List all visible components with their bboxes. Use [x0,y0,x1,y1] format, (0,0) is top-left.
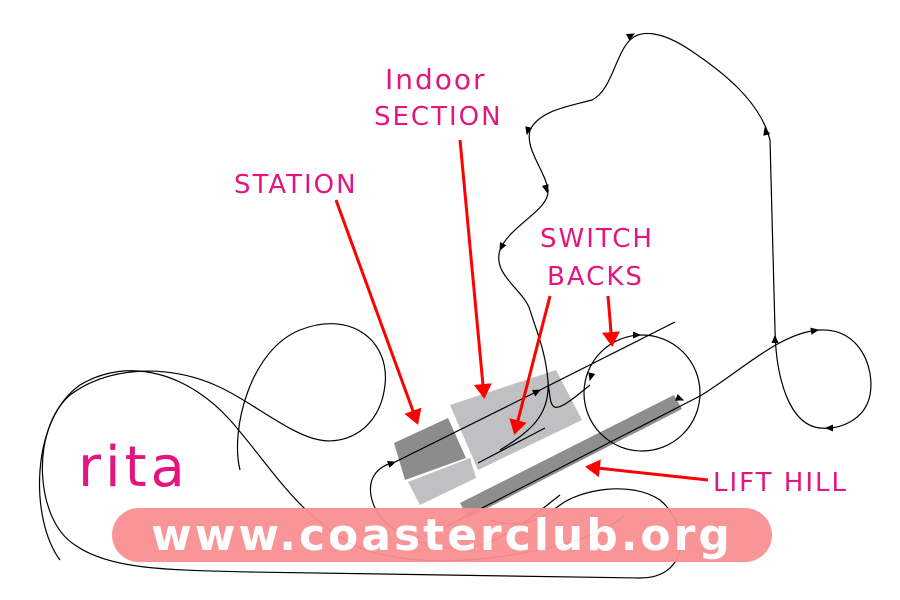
switchback-pointer-arrow-1 [509,295,552,435]
indoor-section-pointer-arrow [458,139,492,399]
station-pointer-arrow [334,199,422,425]
watermark: www.coasterclub.org [112,508,772,562]
station-label: STATION [234,170,358,200]
indoor-section-building-lower [408,458,476,505]
lift-hill-pointer-arrow [585,459,709,482]
switchback-label-line1: SWITCH [540,224,654,254]
switchback-pointer-arrow-2 [602,295,620,347]
track-station-line [369,321,676,501]
indoor-label-line1: Indoor [385,63,487,96]
track-indoor-spur [477,427,546,464]
track-switchback-loop [583,334,701,452]
switchback-label-line2: BACKS [547,262,644,292]
indoor-label-line2: SECTION [374,102,503,132]
lift-hill-label: LIFT HILL [713,468,848,498]
lift-hill-structure [460,395,682,518]
ride-name-label: rita [78,435,189,500]
track-upper-loop [41,323,682,579]
